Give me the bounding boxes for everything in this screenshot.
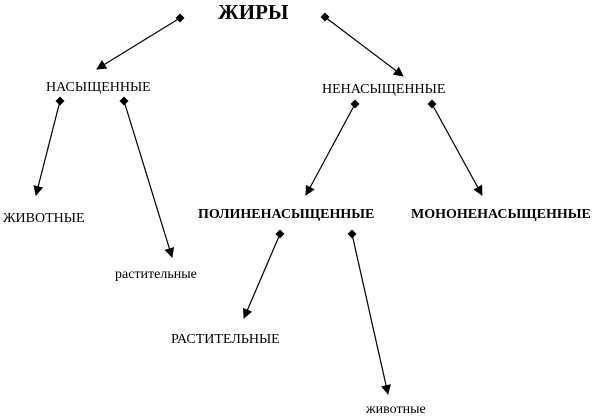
arrow-root-to-unsaturated <box>320 12 404 77</box>
arrow-tail-diamond <box>350 99 360 109</box>
node-poly-animal: животные <box>366 402 426 417</box>
arrow-tail-diamond <box>347 229 357 239</box>
node-unsaturated: НЕНАСЫЩЕННЫЕ <box>322 82 446 97</box>
arrow-poly-to-plant <box>242 229 285 319</box>
arrow-tail-diamond <box>55 96 65 106</box>
arrow-line <box>96 17 181 70</box>
arrow-line <box>305 103 356 196</box>
arrow-line <box>351 233 391 395</box>
arrow-tail-diamond <box>275 229 285 239</box>
arrow-unsaturated-to-poly <box>305 99 360 196</box>
arrow-saturated-to-animal <box>33 96 65 196</box>
arrow-poly-to-animal <box>347 229 391 395</box>
arrow-tail-diamond <box>320 12 330 22</box>
arrow-saturated-to-plant <box>119 96 175 258</box>
arrow-unsaturated-to-mono <box>427 99 483 196</box>
arrow-tail-diamond <box>119 96 129 106</box>
arrow-line <box>324 16 404 77</box>
node-polyunsaturated: ПОЛИНЕНАСЫЩЕННЫЕ <box>198 207 375 222</box>
arrow-line <box>242 233 281 319</box>
node-saturated-animal: ЖИВОТНЫЕ <box>3 211 85 226</box>
arrow-line <box>33 100 61 196</box>
node-poly-plant: РАСТИТЕЛЬНЫЕ <box>171 332 280 347</box>
arrow-root-to-saturated <box>96 13 185 70</box>
node-root-fats: ЖИРЫ <box>218 0 289 24</box>
arrow-line <box>431 103 483 196</box>
arrow-line <box>123 100 175 258</box>
node-monounsaturated: МОНОНЕНАСЫЩЕННЫЕ <box>411 207 591 222</box>
arrow-tail-diamond <box>427 99 437 109</box>
node-saturated-plant: растительные <box>115 267 197 282</box>
node-saturated: НАСЫЩЕННЫЕ <box>46 80 151 95</box>
arrow-tail-diamond <box>175 13 185 23</box>
